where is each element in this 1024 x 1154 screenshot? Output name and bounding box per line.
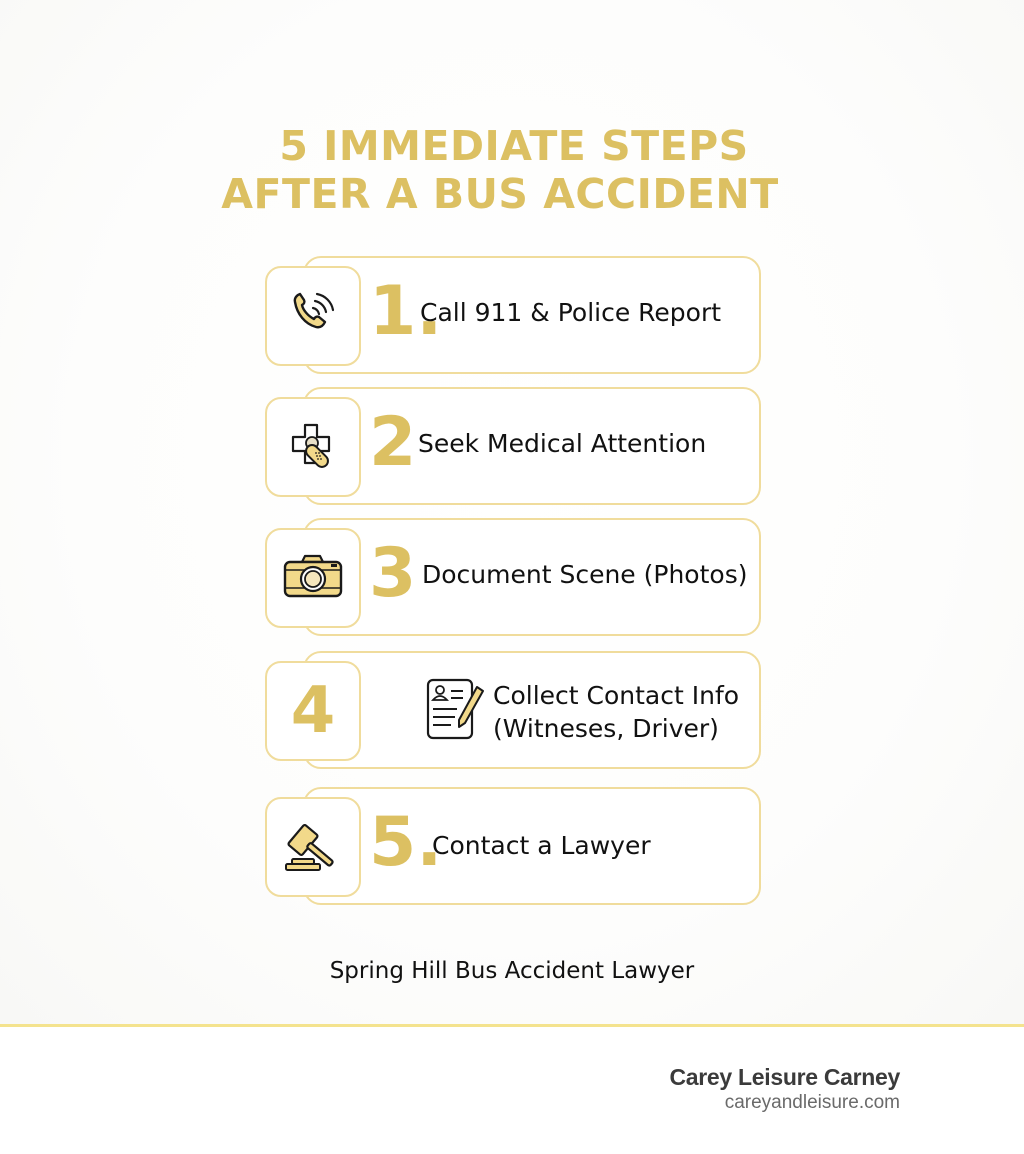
step-card (303, 518, 761, 636)
step-2: 2 Seek Medical Attention (265, 387, 761, 507)
icon-box (265, 528, 361, 628)
step-label-line-1: Collect Contact Info (493, 681, 740, 710)
gavel-icon (285, 823, 334, 871)
step-card (303, 387, 761, 505)
step-number: 1. (369, 272, 443, 351)
step-number: 5. (369, 803, 443, 882)
footer-divider (0, 1024, 1024, 1027)
camera-icon (283, 554, 343, 598)
step-label: Contact a Lawyer (432, 831, 651, 860)
step-5: 5. Contact a Lawyer (265, 787, 761, 907)
step-label-line-2: (Witneses, Driver) (493, 714, 719, 743)
step-4: 4 Collect Contact Info (Witneses, Driver… (265, 651, 761, 771)
contact-form-icon (426, 678, 484, 740)
step-card (303, 256, 761, 374)
step-card (303, 787, 761, 905)
step-1: 1. Call 911 & Police Report (265, 256, 761, 376)
brand-name: Carey Leisure Carney (669, 1064, 900, 1090)
brand-url[interactable]: careyandleisure.com (724, 1092, 900, 1113)
icon-box (265, 266, 361, 366)
icon-box (265, 397, 361, 497)
infographic-area: 5 IMMEDIATE STEPS AFTER A BUS ACCIDENT 1… (0, 0, 1024, 1024)
medical-bandage-icon (291, 423, 331, 468)
brand-block: Carey Leisure Carney careyandleisure.com (669, 1064, 900, 1114)
icon-box (265, 797, 361, 897)
title-line-1: 5 IMMEDIATE STEPS (279, 122, 749, 170)
step-card (303, 651, 761, 769)
phone-icon (293, 292, 335, 329)
step-number: 2 (369, 403, 417, 482)
step-label: Document Scene (Photos) (422, 560, 748, 589)
step-number: 4 (290, 674, 336, 748)
step-label: Call 911 & Police Report (420, 298, 722, 327)
step-label: Collect Contact Info (Witneses, Driver) (493, 679, 739, 745)
step-number: 3 (369, 534, 417, 613)
step-label: Seek Medical Attention (418, 429, 707, 458)
caption: Spring Hill Bus Accident Lawyer (329, 958, 695, 984)
title-line-2: AFTER A BUS ACCIDENT (221, 170, 779, 218)
icon-box: 4 (265, 661, 361, 761)
step-3: 3 Document Scene (Photos) (265, 518, 761, 638)
